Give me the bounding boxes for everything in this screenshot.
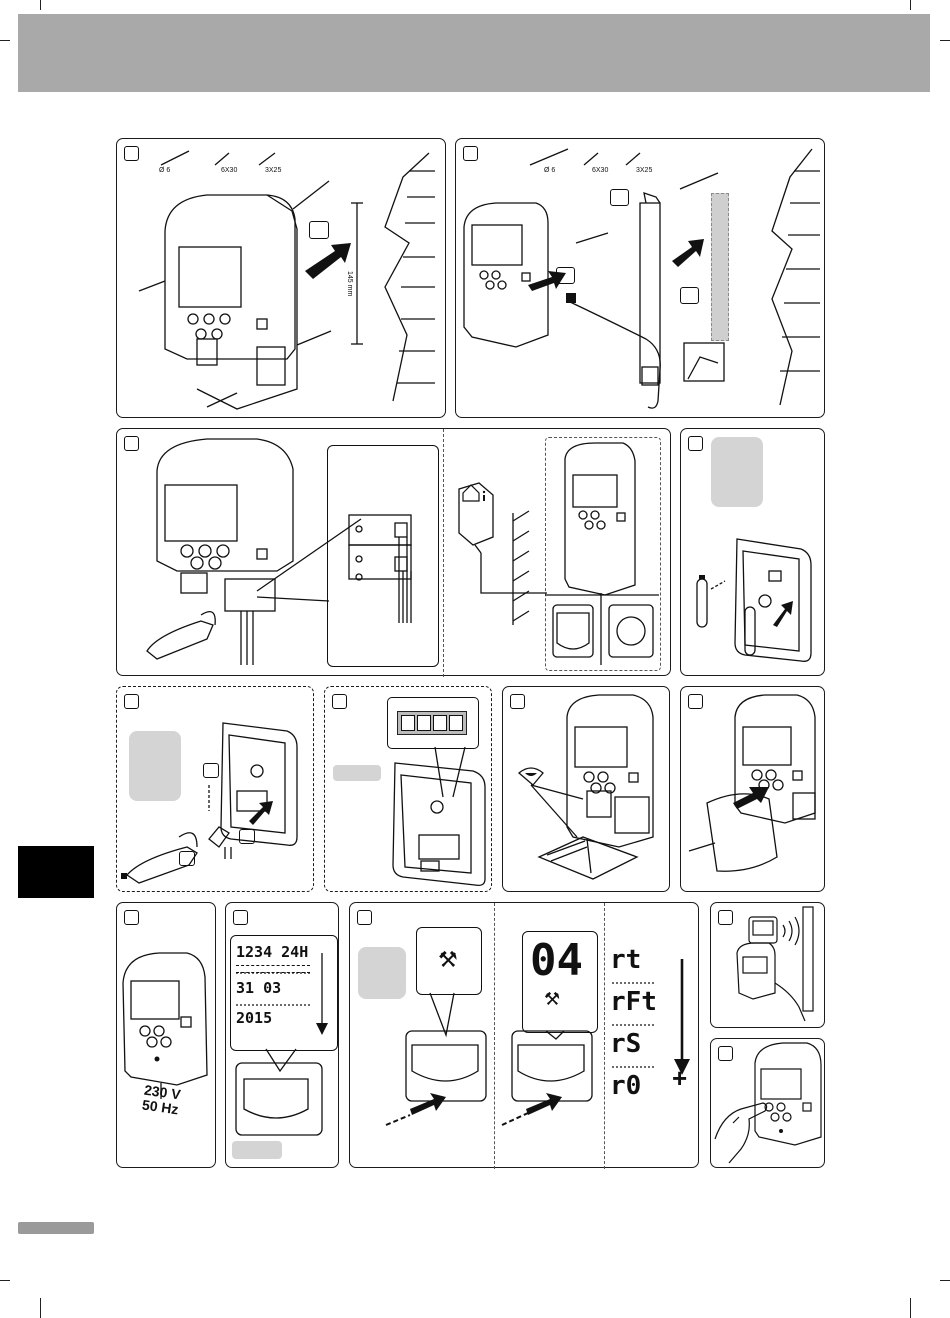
eye-icon [519,768,543,785]
crop-mark [40,0,41,10]
arrow-icon [249,801,273,825]
press-button-drawing [711,1039,826,1169]
step-panel-mount-controller: Ø 6 6X30 3X25 145 mm [116,138,446,418]
close-cover-drawing [681,687,826,893]
radio-link-drawing [711,903,826,1029]
step-panel-press-button [710,1038,825,1168]
screwdriver-icon [121,873,127,879]
read-manual-drawing [503,687,671,893]
crop-mark [0,1280,10,1281]
crop-mark [910,1298,911,1318]
arrow-icon [672,239,704,267]
battery-icon [699,575,705,579]
dip-switch-drawing [325,687,493,893]
crop-mark [910,0,911,10]
step-panel-close-cover [680,686,825,892]
controller-mount-drawing [117,139,447,419]
arrow-icon [410,1093,446,1115]
plug-icon [566,293,576,303]
arrow-icon [528,271,566,291]
arrow-icon [316,1023,328,1035]
antenna-mount-drawing [456,139,826,419]
wiring-drawing [117,429,672,677]
step-panel-battery [680,428,825,676]
step-panel-set-time: 1234 24H 31 03 2015 [225,902,339,1168]
battery-drawing [681,429,826,677]
step-panel-installer-settings: ⚒ 04 ⚒ rt rFt rS r0 + [349,902,699,1168]
arrow-icon [674,1059,690,1075]
crop-mark [40,1298,41,1318]
step-panel-sensor-connect [116,686,314,892]
language-tab [18,846,94,898]
set-time-drawing [226,903,340,1169]
arrow-icon [305,243,351,279]
arrow-icon [733,787,769,809]
header-banner [18,14,930,92]
step-panel-mount-antenna: Ø 6 6X30 3X25 [455,138,825,418]
crop-mark [0,40,10,41]
footer-bar [18,1222,94,1234]
step-panel-wiring [116,428,671,676]
power-rating: 230 V 50 Hz [141,1083,181,1118]
finger-icon [733,1117,739,1123]
arrow-icon [773,601,793,627]
step-panel-read-manual [502,686,670,892]
crop-mark [940,40,950,41]
step-panel-dip-switch [324,686,492,892]
step-panel-radio-link [710,902,825,1028]
arrow-icon [526,1093,562,1115]
crop-mark [940,1280,950,1281]
sensor-connect-drawing [117,687,315,893]
installer-settings-drawing [350,903,700,1169]
power-drawing [117,903,217,1169]
step-panel-power: 230 V 50 Hz [116,902,216,1168]
